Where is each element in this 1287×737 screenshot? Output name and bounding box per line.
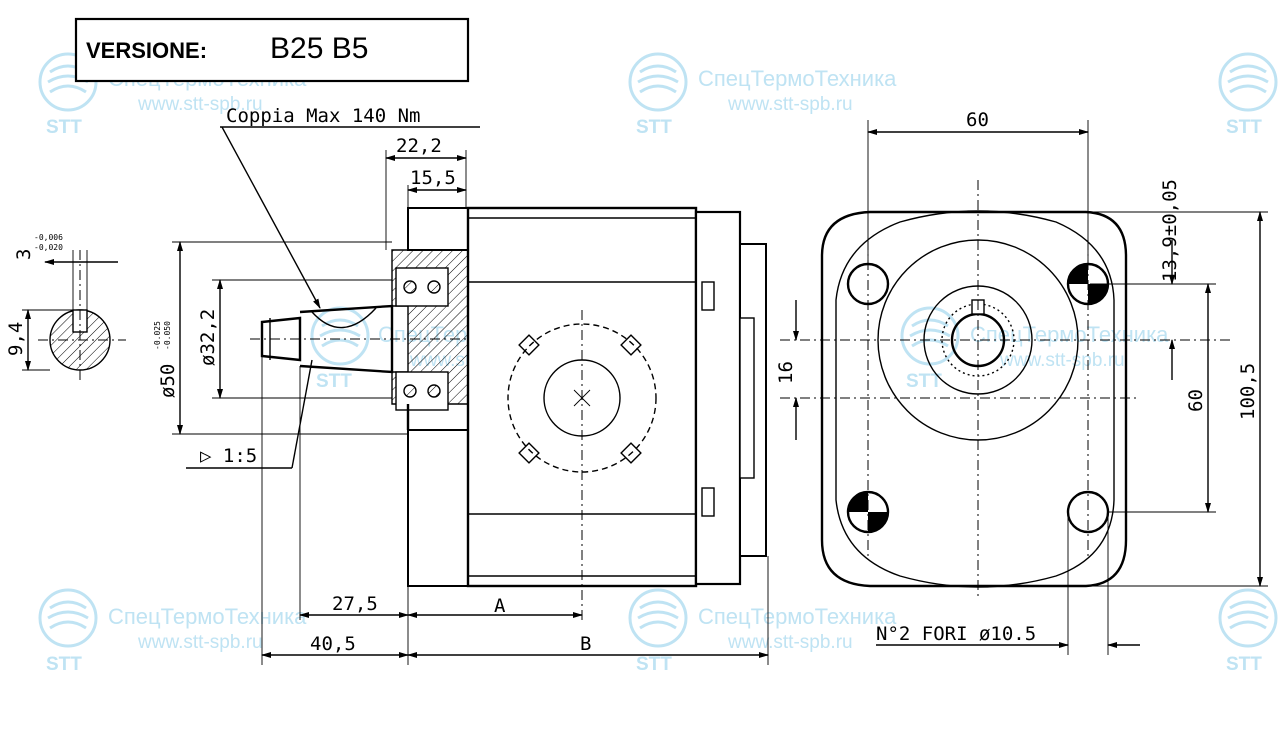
- key-width-tol-lower: -0,020: [34, 243, 63, 252]
- side-view: Coppia Max 140 Nm: [153, 105, 769, 665]
- dia-50-tol-lower: -0.050: [163, 321, 172, 350]
- stt-logo-icon: [38, 588, 98, 648]
- watermark-logo-text: STT: [906, 371, 942, 392]
- watermark-name: СпецТермоТехника: [698, 604, 897, 629]
- dim-100-5: 100,5: [1237, 363, 1259, 420]
- watermark-logo-text: STT: [316, 371, 352, 392]
- port-bolt-circle: [507, 323, 657, 473]
- port-bolt-icon: [518, 334, 642, 464]
- front-view: 60 13,9±0,05 16 60 100,5 N°2 FORI ø10.5: [775, 109, 1268, 655]
- dim-16: 16: [775, 361, 797, 384]
- keyway-arc: [311, 307, 377, 329]
- dim-B: B: [580, 633, 591, 655]
- taper-label: ▷ 1:5: [200, 445, 257, 467]
- dim-60-right: 60: [1185, 389, 1207, 412]
- watermark-url: www.stt-spb.ru: [727, 632, 853, 653]
- title-label: VERSIONE:: [86, 38, 207, 63]
- watermark-logo-text: STT: [46, 117, 82, 138]
- stt-logo-icon: [310, 306, 370, 366]
- watermark-logo-text: STT: [636, 654, 672, 675]
- stt-logo-icon: [1218, 52, 1278, 112]
- watermark-logo-text: STT: [46, 654, 82, 675]
- watermark-url: www.stt-spb.ru: [999, 350, 1125, 371]
- dia-32-2: ø32,2: [197, 309, 219, 366]
- dim-22-2: 22,2: [396, 135, 442, 157]
- dim-27-5: 27,5: [332, 593, 378, 615]
- dim-13-9: 13,9±0,05: [1159, 179, 1181, 282]
- watermark-url: www.stt-spb.ru: [137, 94, 263, 115]
- key-width-tol-upper: -0,006: [34, 233, 63, 242]
- dim-40-5: 40,5: [310, 633, 356, 655]
- rear-cover: [694, 210, 742, 586]
- watermark-name: СпецТермоТехника: [108, 604, 307, 629]
- dim-A: A: [494, 595, 506, 617]
- title-frame: [74, 17, 470, 83]
- dim-60-top: 60: [966, 109, 989, 131]
- flange-outline: [820, 210, 1128, 588]
- watermark-url: www.stt-spb.ru: [137, 632, 263, 653]
- title-value: B25 B5: [270, 32, 368, 65]
- shaft-tip: [260, 316, 302, 362]
- dia-50-tol-upper: -0.025: [153, 321, 162, 350]
- watermark-url: www.stt-spb.ru: [727, 94, 853, 115]
- stt-logo-icon: [628, 52, 688, 112]
- stt-logo-icon: [628, 588, 688, 648]
- watermark-name: СпецТермоТехника: [698, 66, 897, 91]
- torque-label: Coppia Max 140 Nm: [226, 105, 420, 127]
- title-box: VERSIONE: B25 B5: [74, 17, 470, 83]
- dia-50: ø50: [157, 364, 179, 398]
- watermark-logo-text: STT: [1226, 654, 1262, 675]
- stt-logo-icon: [1218, 588, 1278, 648]
- flange-bottom-plate: [407, 429, 469, 587]
- watermark-logo-text: STT: [636, 117, 672, 138]
- watermark-logo-text: STT: [1226, 117, 1262, 138]
- key-height-label: 9,4: [5, 322, 27, 356]
- key-width-label: 3: [13, 249, 35, 260]
- holes-note: N°2 FORI ø10.5: [876, 623, 1036, 645]
- shaft-section: 3 -0,006 -0,020 9,4: [5, 233, 126, 380]
- dim-15-5: 15,5: [410, 167, 456, 189]
- flange-top-plate: [407, 207, 469, 251]
